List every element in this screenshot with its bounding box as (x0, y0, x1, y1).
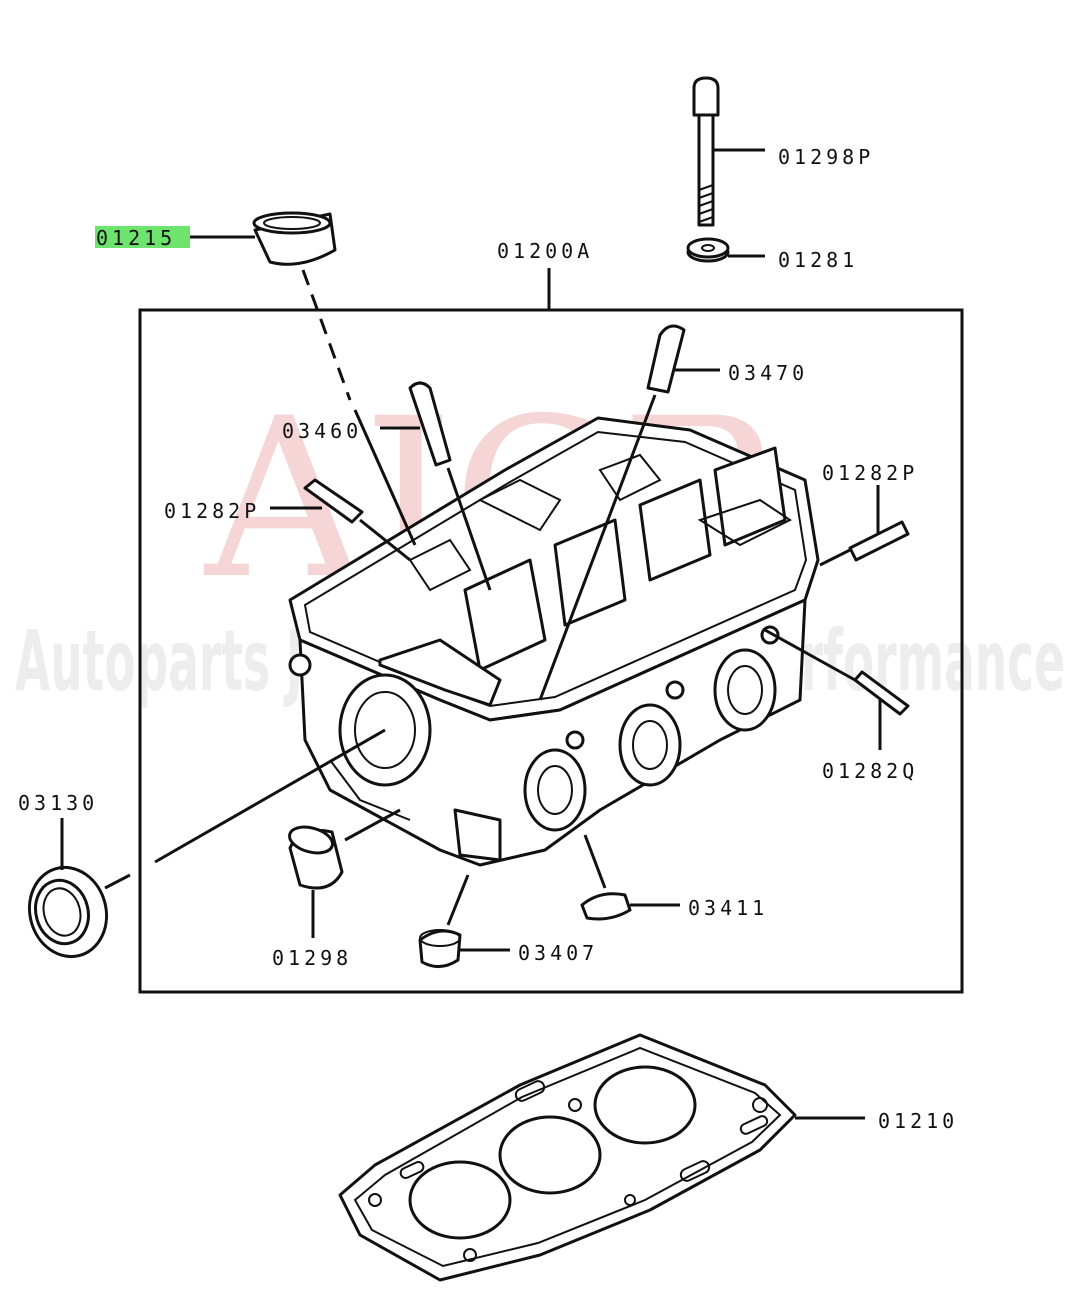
highlight-01215 (95, 226, 190, 248)
part-01282P-right-stud (819, 485, 910, 567)
label-03407: 03407 (518, 941, 598, 965)
part-03130-seal (27, 728, 386, 959)
part-01210-gasket (338, 1033, 865, 1282)
label-01200A: 01200A (497, 239, 593, 263)
part-03470-pin (538, 324, 720, 701)
label-01281: 01281 (778, 248, 858, 272)
part-01298P-bolt (692, 76, 765, 227)
label-01282P-right: 01282P (822, 461, 918, 485)
part-03460-pin (380, 381, 492, 591)
label-03460: 03460 (282, 419, 362, 443)
part-01282Q-stud (764, 628, 910, 750)
label-03130: 03130 (18, 791, 98, 815)
label-03411: 03411 (688, 896, 768, 920)
label-01298: 01298 (272, 946, 352, 970)
label-01210: 01210 (878, 1109, 958, 1133)
part-01282P-left-stud (270, 478, 411, 562)
label-03470: 03470 (728, 361, 808, 385)
part-01215-cap (190, 211, 417, 546)
part-03411-plug (580, 834, 680, 921)
part-03407-plug (418, 874, 510, 968)
label-01215: 01215 (96, 226, 176, 250)
part-01281-washer (686, 237, 765, 263)
assembly-frame (138, 308, 964, 994)
label-01298P: 01298P (778, 145, 874, 169)
cylinder-head (288, 416, 820, 867)
label-01282Q: 01282Q (822, 759, 918, 783)
label-01282P-left: 01282P (164, 499, 260, 523)
part-01298-sleeve (288, 808, 401, 938)
